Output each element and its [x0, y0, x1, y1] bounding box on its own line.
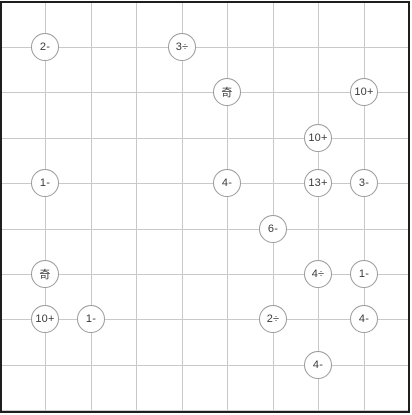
clue-circle[interactable]: 1-	[77, 305, 105, 333]
clue-circle[interactable]: 10+	[304, 124, 332, 152]
clue-circle[interactable]: 2÷	[259, 305, 287, 333]
clue-circle[interactable]: 1-	[31, 169, 59, 197]
grid-line-horizontal	[2, 319, 408, 320]
clue-circle[interactable]: 4÷	[304, 260, 332, 288]
grid-line-vertical	[409, 3, 410, 411]
clue-circle[interactable]: 3÷	[168, 33, 196, 61]
grid-line-horizontal	[2, 410, 408, 411]
clue-circle[interactable]: 1-	[350, 260, 378, 288]
clue-circle[interactable]: 10+	[350, 78, 378, 106]
clue-circle[interactable]: 4-	[213, 169, 241, 197]
grid-line-horizontal	[2, 229, 408, 230]
clue-circle[interactable]: 6-	[259, 215, 287, 243]
grid-line-horizontal	[2, 183, 408, 184]
grid-line-vertical	[182, 3, 183, 411]
grid-line-vertical	[318, 3, 319, 411]
grid-line-horizontal	[2, 92, 408, 93]
grid-line-vertical	[364, 3, 365, 411]
grid-line-horizontal	[2, 274, 408, 275]
grid-line-vertical	[273, 3, 274, 411]
clue-circle[interactable]: 4-	[304, 351, 332, 379]
grid-line-vertical	[45, 3, 46, 411]
clue-circle[interactable]: 奇	[213, 78, 241, 106]
grid-line-horizontal	[2, 138, 408, 139]
clue-circle[interactable]: 4-	[350, 305, 378, 333]
grid-line-vertical	[91, 3, 92, 411]
clue-circle[interactable]: 3-	[350, 169, 378, 197]
clue-circle[interactable]: 2-	[31, 33, 59, 61]
grid-line-vertical	[136, 3, 137, 411]
clue-circle[interactable]: 10+	[31, 305, 59, 333]
grid-line-horizontal	[2, 47, 408, 48]
grid-line-horizontal	[2, 365, 408, 366]
grid-line-vertical	[227, 3, 228, 411]
clue-circle[interactable]: 奇	[31, 260, 59, 288]
clue-circle[interactable]: 13+	[304, 169, 332, 197]
